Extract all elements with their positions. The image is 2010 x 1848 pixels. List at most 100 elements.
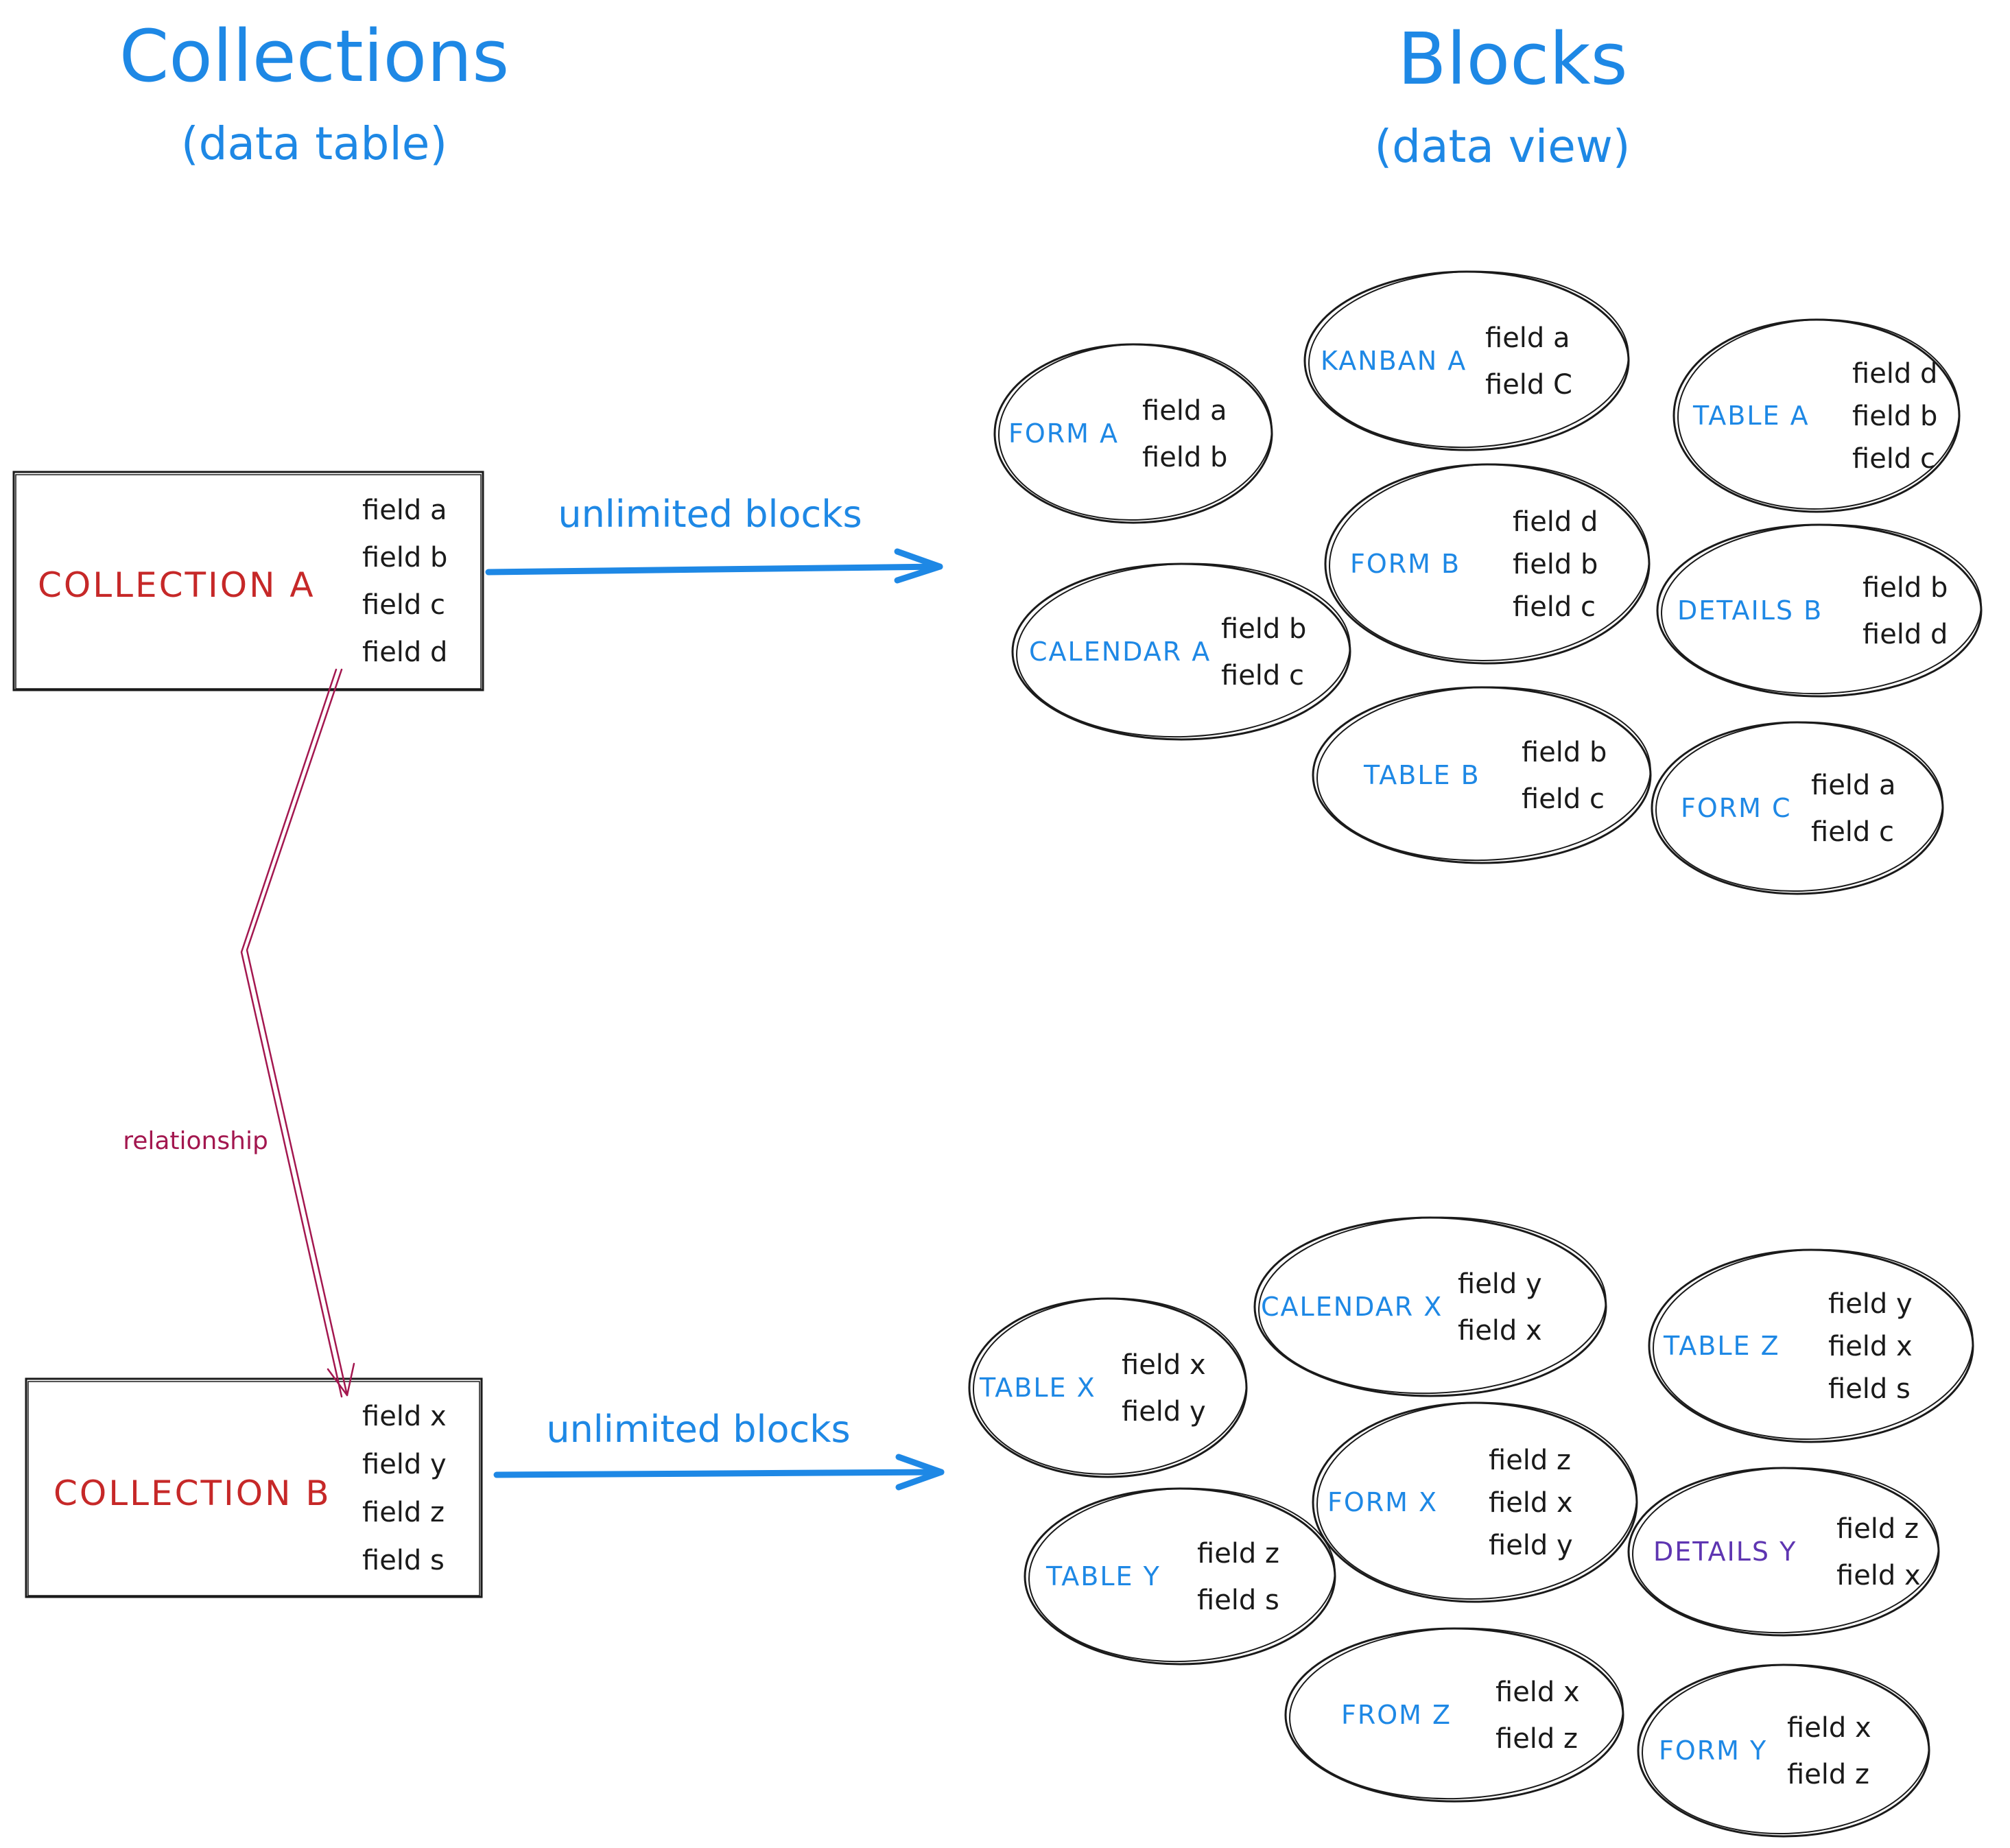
block-oval-sketch: [1653, 1248, 1974, 1441]
block-oval-sketch: [1642, 1663, 1930, 1835]
block-field: field d: [1513, 506, 1598, 538]
collection-a-field: field c: [362, 589, 445, 621]
collection-a-box: [12, 471, 484, 691]
block-oval-sketch: [1258, 1216, 1607, 1395]
collection-b-field: field z: [362, 1497, 445, 1528]
block-field: field x: [1458, 1315, 1542, 1347]
block-table-a: TABLE A field d field b field c: [1672, 318, 1961, 513]
relationship-arrow: relationship: [123, 668, 355, 1398]
block-oval-sketch: [1016, 562, 1351, 738]
block-field: field c: [1221, 660, 1304, 691]
block-name: DETAILS B: [1677, 595, 1823, 626]
block-table-b: TABLE B field b field c: [1312, 686, 1652, 864]
block-field: field z: [1836, 1513, 1919, 1545]
block-details-b: DETAILS B field b field d: [1656, 523, 1983, 698]
collection-b-field: field s: [362, 1545, 445, 1576]
block-oval-sketch: [1289, 1627, 1624, 1800]
block-name: TABLE Z: [1663, 1331, 1780, 1361]
block-name: TABLE X: [979, 1373, 1096, 1403]
block-oval-sketch: [1677, 318, 1960, 510]
block-name: TABLE B: [1363, 760, 1480, 790]
block-name: TABLE Y: [1045, 1561, 1161, 1591]
block-form-x: FORM X field z field x field y: [1312, 1401, 1638, 1603]
block-field: field x: [1787, 1712, 1871, 1744]
collection-b-field: field x: [362, 1401, 447, 1432]
block-name: FORM A: [1008, 418, 1119, 449]
block-name: TABLE A: [1692, 401, 1810, 431]
block-calendar-x: CALENDAR X field y field x: [1253, 1216, 1607, 1397]
collection-a-name: COLLECTION A: [38, 565, 316, 605]
collection-a-field: field b: [362, 542, 447, 573]
block-form-c: FORM C field a field c: [1651, 721, 1944, 895]
block-table-z: TABLE Z field y field x field s: [1648, 1248, 1974, 1443]
block-name: KANBAN A: [1321, 346, 1467, 376]
block-field: field b: [1852, 401, 1937, 432]
block-oval-sketch: [1655, 721, 1943, 892]
block-oval-sketch: [1028, 1487, 1336, 1663]
block-field: field a: [1811, 770, 1896, 801]
block-field: field c: [1811, 816, 1894, 848]
block-oval-sketch: [1661, 523, 1982, 695]
block-field: field z: [1197, 1538, 1279, 1569]
block-field: field b: [1863, 572, 1948, 604]
block-name: FORM Y: [1659, 1736, 1767, 1766]
block-field: field x: [1836, 1560, 1921, 1591]
block-details-y: DETAILS Y field z field x: [1627, 1467, 1940, 1637]
collections-subheading: (data table): [181, 117, 447, 170]
block-field: field c: [1852, 443, 1935, 475]
block-field: field d: [1852, 358, 1937, 390]
block-oval-sketch: [1316, 1401, 1637, 1600]
block-field: field c: [1522, 783, 1605, 815]
block-field: field s: [1197, 1585, 1279, 1616]
block-field: field y: [1122, 1396, 1206, 1428]
collection-b-name: COLLECTION B: [54, 1473, 331, 1513]
collection-b: COLLECTION B field x field y field z fie…: [25, 1377, 483, 1598]
arrow-collection-b-to-blocks: unlimited blocks: [493, 1408, 945, 1491]
block-field: field z: [1489, 1445, 1571, 1476]
collection-b-field: field y: [362, 1449, 447, 1480]
block-name: FORM C: [1681, 793, 1792, 823]
collection-a: COLLECTION A field a field b field c fie…: [12, 471, 484, 691]
block-field: field b: [1513, 549, 1598, 580]
block-field: field s: [1828, 1373, 1911, 1405]
block-field: field x: [1489, 1487, 1573, 1519]
collection-a-field: field d: [362, 637, 447, 668]
block-oval-sketch: [997, 343, 1273, 521]
block-field: field y: [1828, 1288, 1913, 1320]
block-table-y: TABLE Y field z field s: [1024, 1487, 1336, 1666]
block-name: CALENDAR A: [1029, 637, 1211, 667]
block-field: field x: [1828, 1331, 1913, 1362]
block-oval-sketch: [1632, 1467, 1939, 1634]
block-oval-sketch: [1308, 270, 1629, 449]
block-form-a: FORM A field a field b: [993, 343, 1273, 524]
block-name: FORM B: [1350, 549, 1461, 579]
blocks-heading: Blocks: [1397, 17, 1627, 101]
block-field: field b: [1522, 737, 1607, 768]
block-field: field x: [1495, 1677, 1580, 1708]
block-name: CALENDAR X: [1261, 1292, 1443, 1322]
block-field: field z: [1787, 1759, 1869, 1790]
block-name: FORM X: [1327, 1487, 1438, 1517]
arrow-collection-a-to-blocks: unlimited blocks: [485, 493, 943, 584]
collections-heading: Collections: [119, 14, 510, 98]
block-field: field y: [1458, 1268, 1542, 1300]
block-field: field c: [1513, 591, 1596, 623]
block-field: field y: [1489, 1530, 1573, 1561]
block-field: field b: [1142, 442, 1227, 473]
relationship-label: relationship: [123, 1127, 268, 1155]
block-name: DETAILS Y: [1653, 1537, 1797, 1567]
block-field: field a: [1142, 395, 1227, 427]
block-form-b: FORM B field d field b field c: [1324, 463, 1651, 665]
unlimited-blocks-label-b: unlimited blocks: [546, 1408, 850, 1451]
block-oval-sketch: [972, 1297, 1247, 1476]
block-oval-sketch: [1329, 463, 1650, 662]
block-field: field z: [1495, 1723, 1578, 1755]
block-field: field C: [1485, 369, 1572, 401]
block-field: field d: [1863, 619, 1948, 650]
collection-b-box: [25, 1377, 483, 1598]
